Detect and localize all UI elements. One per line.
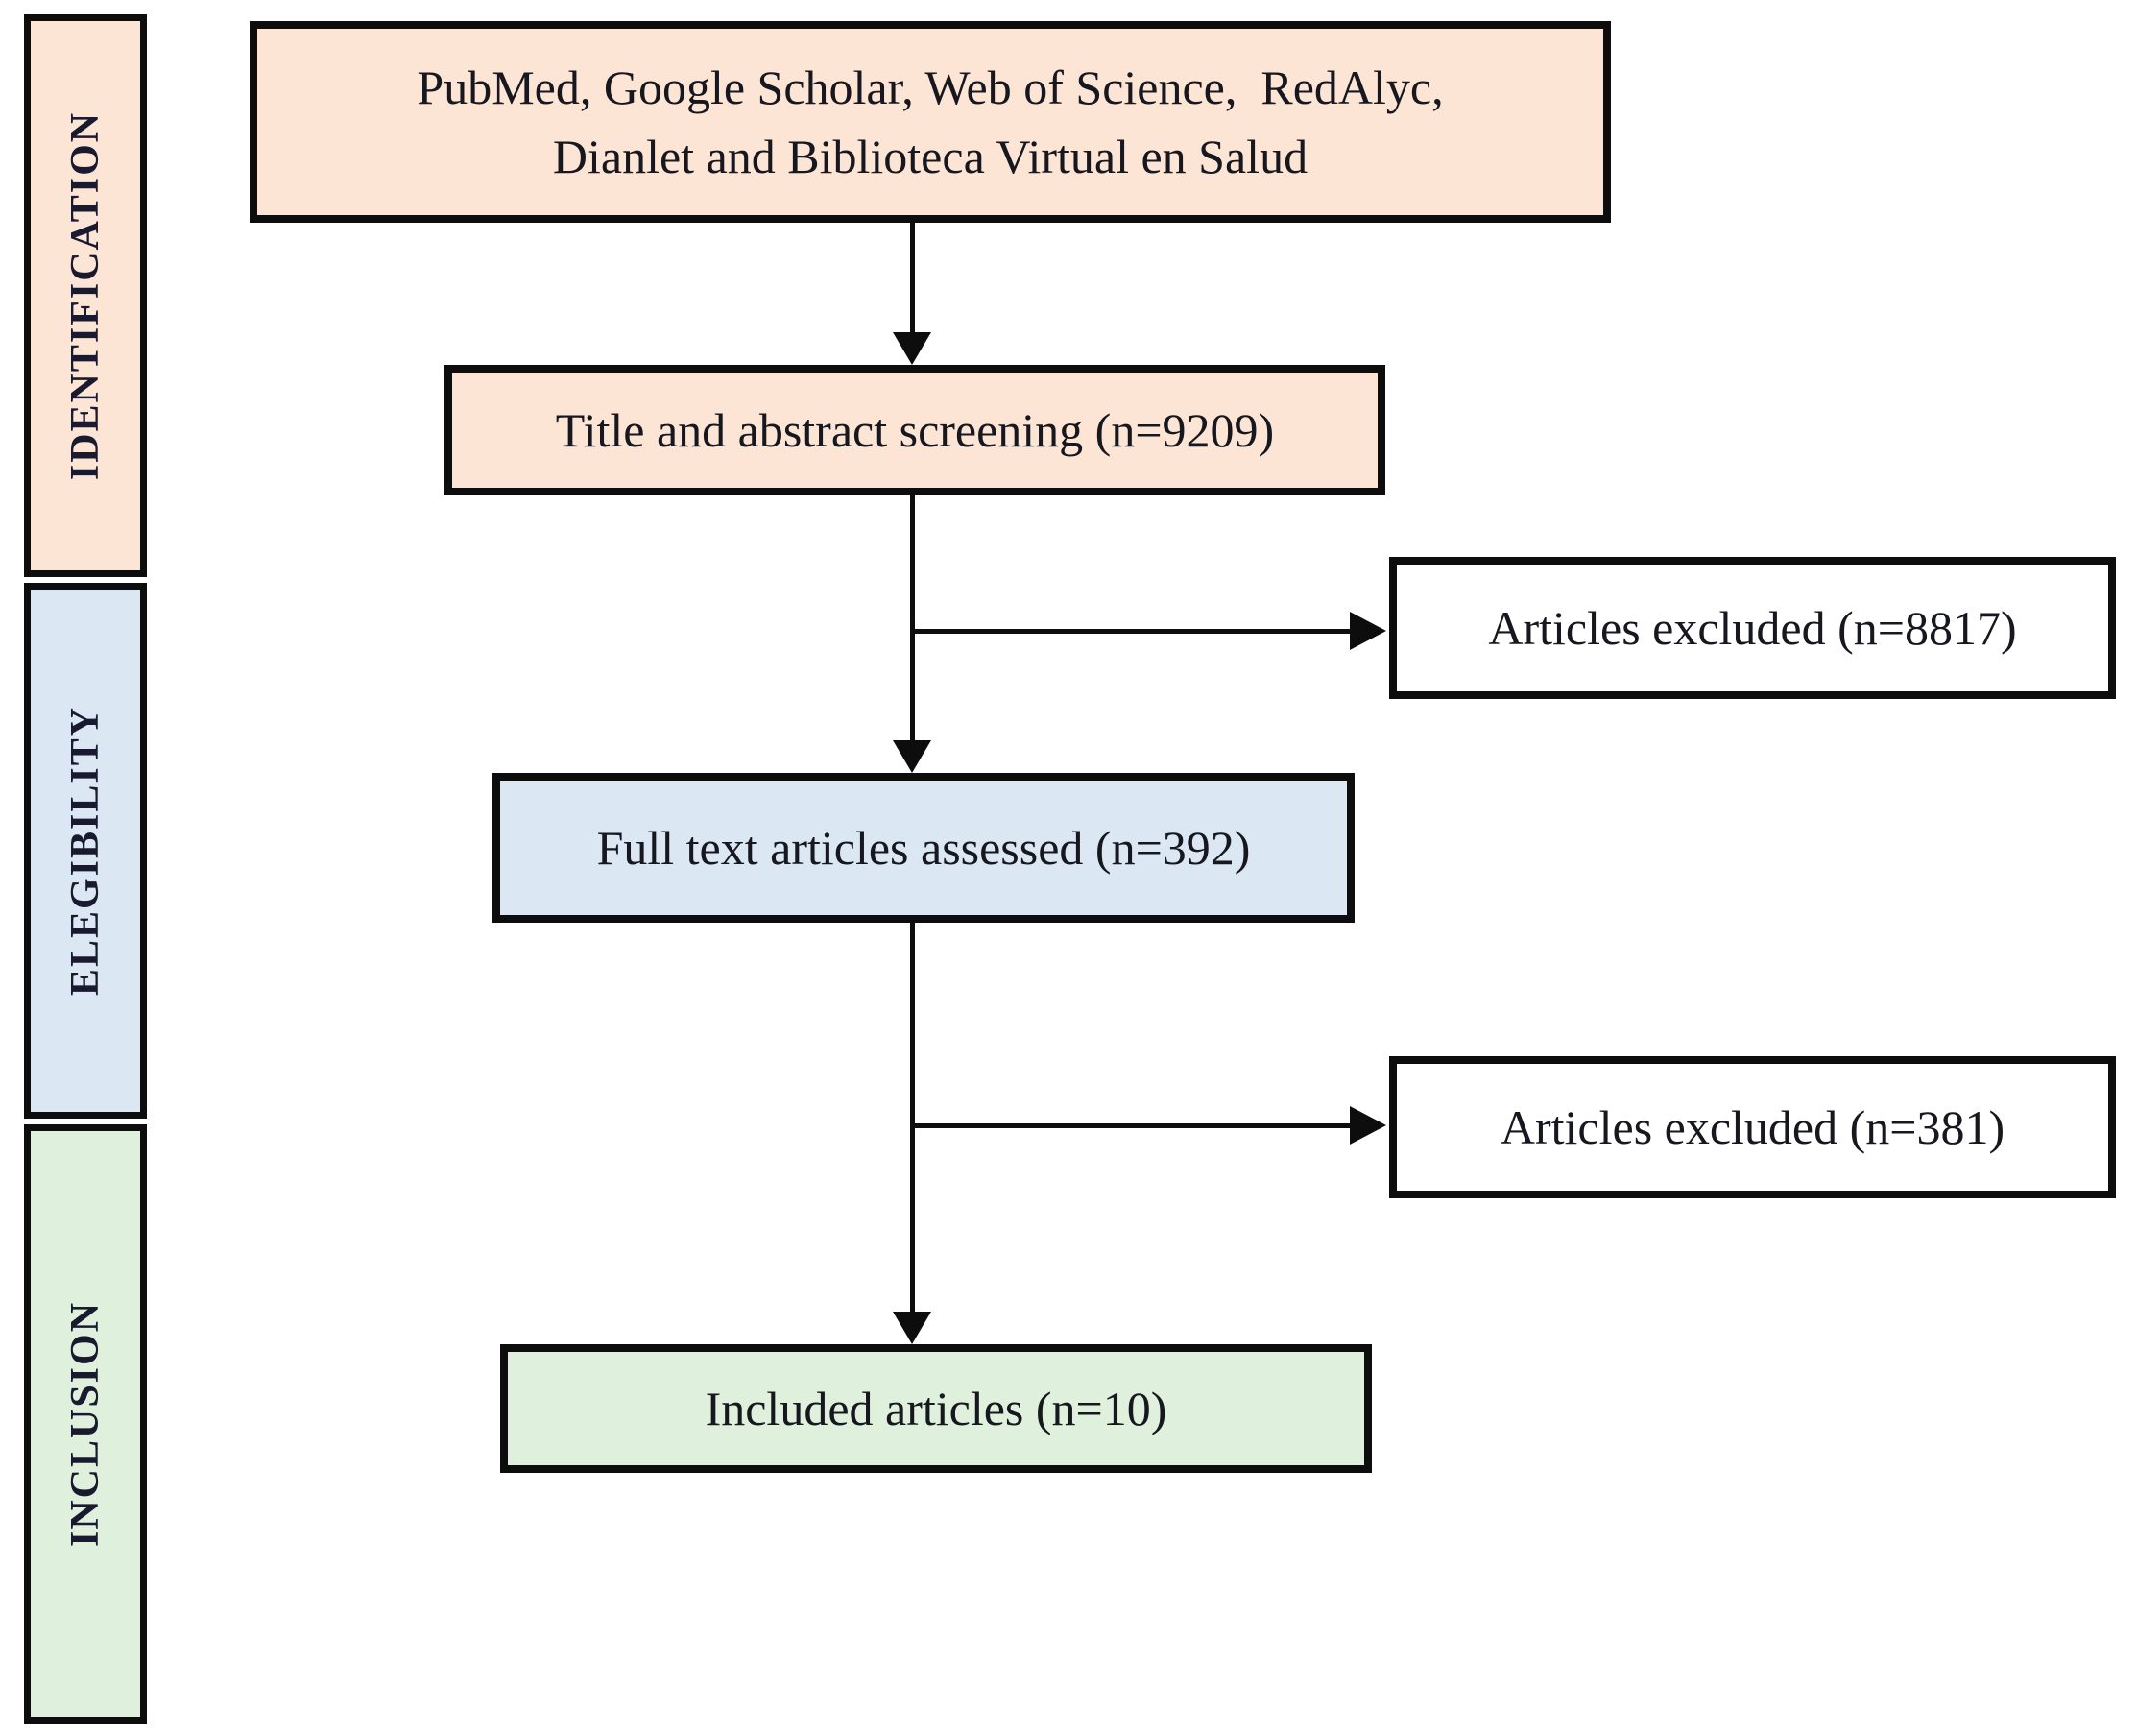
box-databases-line1: PubMed, Google Scholar, Web of Science, … — [417, 60, 1444, 114]
arrow-to-excluded-fulltext-head-icon — [1350, 1106, 1386, 1145]
box-title-abstract-screening-label: Title and abstract screening (n=9209) — [555, 403, 1275, 457]
sidebar-section-inclusion: INCLUSION — [24, 1124, 147, 1724]
arrow-to-excluded-screening-line — [912, 629, 1352, 634]
box-databases-searched: PubMed, Google Scholar, Web of Science, … — [250, 21, 1611, 223]
arrow-to-excluded-fulltext-line — [912, 1123, 1352, 1128]
box-articles-excluded-full-text: Articles excluded (n=381) — [1389, 1056, 2116, 1198]
box-title-abstract-screening: Title and abstract screening (n=9209) — [444, 365, 1385, 495]
sidebar-section-identification: IDENTIFICATION — [24, 14, 147, 577]
sidebar-label-elegibility: ELEGIBILITY — [63, 705, 108, 997]
sidebar-label-inclusion: INCLUSION — [63, 1300, 108, 1548]
arrow-fulltext-to-included-head-icon — [893, 1312, 931, 1344]
arrow-sources-to-screening-line — [910, 221, 915, 332]
box-included-articles: Included articles (n=10) — [500, 1344, 1372, 1473]
sidebar-label-identification: IDENTIFICATION — [63, 110, 108, 481]
box-full-text-assessed-label: Full text articles assessed (n=392) — [596, 821, 1251, 875]
arrow-screening-to-fulltext-line — [910, 494, 915, 740]
box-articles-excluded-full-text-label: Articles excluded (n=381) — [1500, 1100, 2005, 1154]
box-articles-excluded-screening-label: Articles excluded (n=8817) — [1488, 601, 2017, 655]
arrow-to-excluded-screening-head-icon — [1350, 612, 1386, 650]
box-full-text-assessed: Full text articles assessed (n=392) — [492, 773, 1355, 923]
sidebar-section-elegibility: ELEGIBILITY — [24, 583, 147, 1119]
box-included-articles-label: Included articles (n=10) — [705, 1382, 1167, 1435]
arrow-sources-to-screening-head-icon — [893, 332, 931, 365]
box-articles-excluded-screening: Articles excluded (n=8817) — [1389, 557, 2116, 699]
box-databases-line2: Dianlet and Biblioteca Virtual en Salud — [552, 130, 1309, 183]
arrow-fulltext-to-included-line — [910, 921, 915, 1312]
arrow-screening-to-fulltext-head-icon — [893, 740, 931, 773]
